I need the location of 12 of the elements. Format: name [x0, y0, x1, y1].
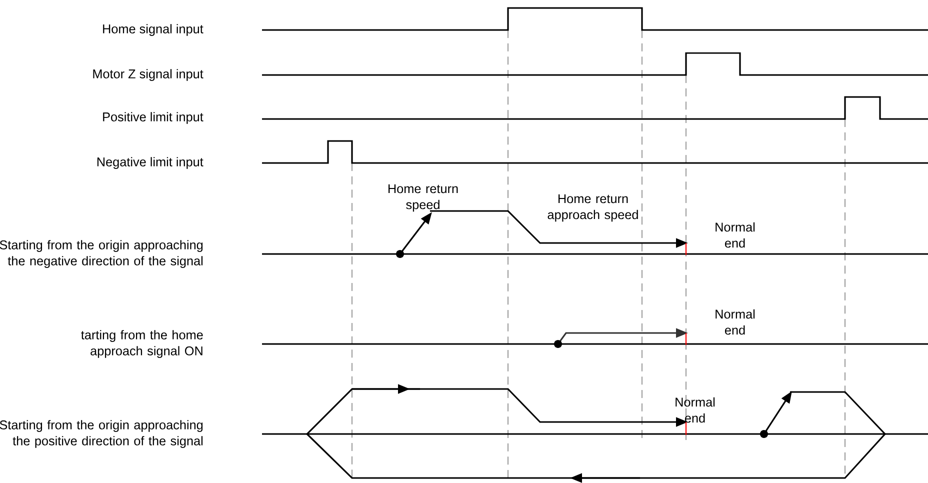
signal-label: Positive limit input	[103, 112, 204, 124]
signal-label: Motor Z signal input	[93, 69, 204, 81]
end-label: Normal end	[716, 222, 755, 248]
end-label: Normal end	[676, 397, 715, 423]
speed-label: Home return speed	[388, 184, 458, 212]
end-label: Normal end	[716, 309, 755, 335]
row-label: Starting from the origin approaching the negative direction of the signal	[0, 240, 203, 268]
row-label: Starting from the origin approaching the positive direction of the signal	[0, 420, 203, 448]
row-label: tarting from the home approach signal ON	[81, 330, 203, 358]
signal-label: Home signal input	[103, 24, 204, 36]
signal-label: Negative limit input	[97, 157, 204, 169]
speed-label: Home return approach speed	[548, 194, 638, 222]
